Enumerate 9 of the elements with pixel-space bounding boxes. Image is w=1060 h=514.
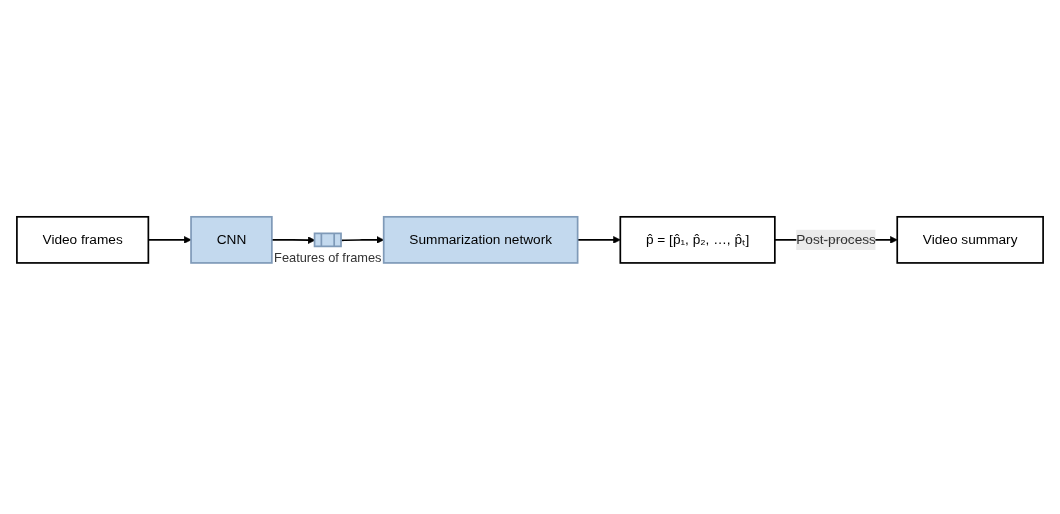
node-box: Video summary — [896, 216, 1044, 264]
node-box: CNN — [190, 216, 273, 264]
node-caption: Features of frames — [274, 249, 382, 265]
node-box: Summarization network — [382, 216, 579, 264]
arrow — [271, 236, 316, 244]
node-bar — [313, 232, 342, 248]
edge-label: Post-process — [796, 232, 876, 247]
node-box: p̂ = [p̂₁, p̂₂, …, p̂ₜ] — [619, 216, 776, 264]
node-box: Video frames — [16, 216, 150, 264]
